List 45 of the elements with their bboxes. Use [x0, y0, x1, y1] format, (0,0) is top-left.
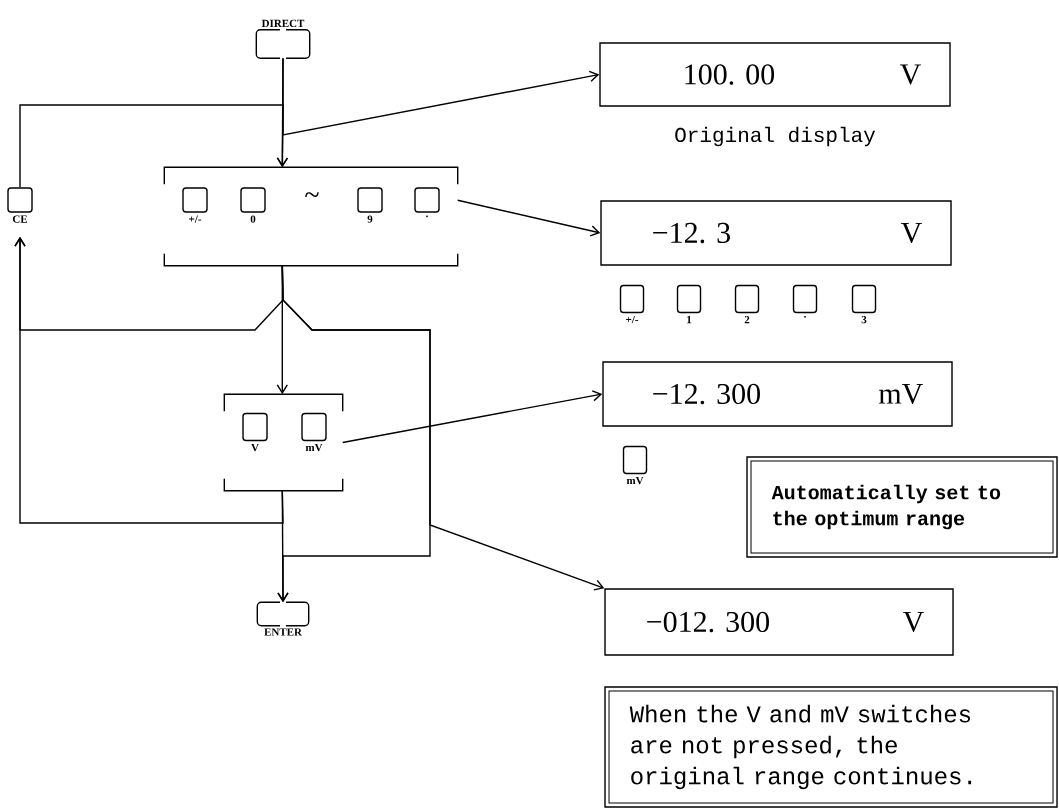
- node-label: 3: [861, 315, 867, 324]
- node-label: 0: [250, 215, 256, 223]
- node-label: mV: [305, 443, 323, 452]
- key-button: 3: [851, 284, 877, 324]
- note-box: When the V and mV switches are not pressed, the original range continues.: [604, 686, 1058, 808]
- arrow: [14, 236, 284, 524]
- arrow: [19, 104, 289, 188]
- key-button: .: [792, 284, 818, 318]
- key-button: 0: [240, 187, 266, 223]
- key-button: DIRECT: [255, 19, 311, 59]
- arrow: [277, 490, 289, 603]
- arrow: [342, 390, 603, 444]
- node-label: 9: [367, 215, 373, 223]
- node-label: CE: [12, 215, 28, 223]
- display-panel: −12. 3 V: [600, 200, 952, 266]
- node-label: V: [251, 443, 259, 452]
- bracket-group: [223, 393, 344, 492]
- display-panel: −12. 300 mV: [602, 361, 953, 427]
- node-label: 1: [687, 315, 692, 324]
- tilde-sign: ~: [305, 192, 319, 197]
- key-button: mV: [301, 412, 327, 452]
- key-button: V: [242, 412, 268, 452]
- node-label: +/-: [189, 215, 202, 223]
- display-panel: 100. 00 V: [599, 42, 951, 107]
- node-label: .: [426, 215, 428, 218]
- key-button: 1: [676, 284, 702, 324]
- key-button: +/-: [619, 284, 645, 324]
- key-button: +/-: [182, 187, 208, 223]
- arrow: [457, 199, 601, 237]
- node-label: mV: [626, 476, 644, 485]
- caption-text: Original display: [675, 126, 876, 147]
- bracket-group: [163, 166, 459, 267]
- key-button: 2: [734, 284, 760, 324]
- node-label: .: [804, 315, 806, 318]
- arrow: [281, 265, 605, 591]
- arrow: [282, 57, 600, 136]
- node-label: 2: [744, 315, 750, 324]
- key-button: mV: [622, 445, 648, 485]
- note-box: Automatically set to the optimum range: [746, 456, 1058, 558]
- key-button: CE: [7, 187, 33, 223]
- key-button: 9: [357, 187, 383, 223]
- key-button: ENTER: [256, 601, 310, 636]
- key-button: .: [414, 187, 440, 218]
- node-label: +/-: [626, 315, 639, 324]
- display-panel: −012. 300 V: [604, 588, 954, 656]
